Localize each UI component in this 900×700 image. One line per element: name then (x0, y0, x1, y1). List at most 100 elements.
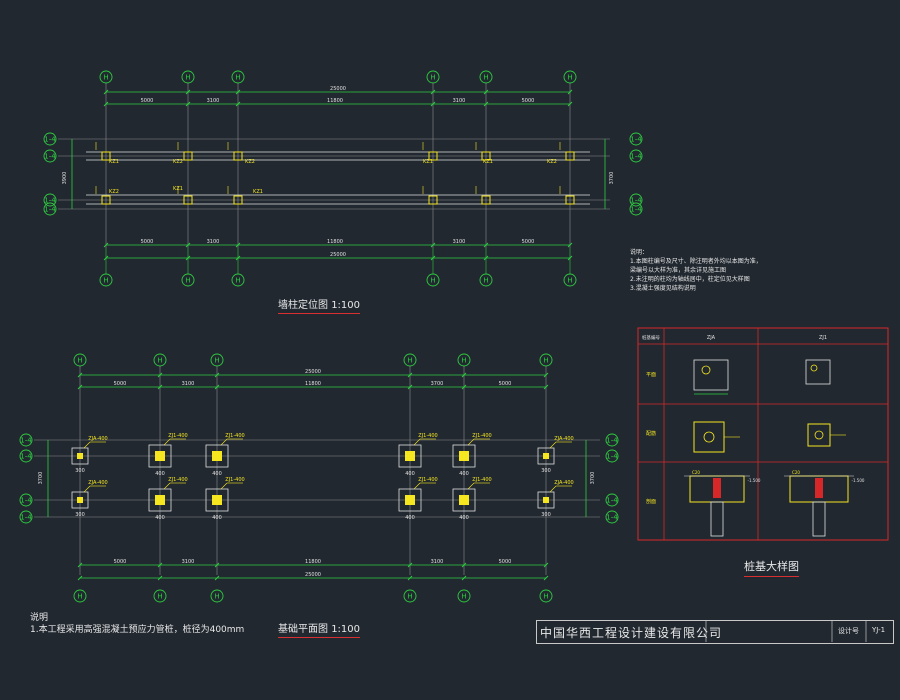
plan1-axis-bottom-label: H (235, 277, 240, 285)
detail-col-label: ZJA (707, 335, 716, 341)
plan2-pile (77, 497, 83, 503)
plan1-axis-bottom-label: H (103, 277, 108, 285)
plan1-axis-top-label: H (483, 74, 488, 82)
plan2-pile-label: ZJA-400 (88, 436, 107, 442)
plan1-dim-tick (430, 89, 436, 95)
plan2-row-bubble-right (605, 510, 619, 524)
plan2-pile-leader (220, 482, 228, 490)
plan1-dim-tick (235, 242, 241, 248)
plan2-pile-cap (452, 444, 476, 468)
plan1-dim-label: 11800 (327, 239, 343, 245)
plan1-row-bubble-right-label: 1-4 (630, 153, 642, 161)
plan1-dim-tick (185, 101, 191, 107)
plan2-pile-label: ZJ1-400 (225, 477, 244, 483)
plan2-dim-tick (543, 384, 549, 390)
plan2-dim-tick (461, 384, 467, 390)
plan2-pile (212, 495, 222, 505)
plan2-pile-dim: 400 (405, 515, 415, 521)
plan2-pile-cap (452, 488, 476, 512)
plan1-row-bubble-right (629, 193, 643, 207)
design-number-label: 设计号 (838, 627, 859, 635)
plan1-dim-tick (483, 242, 489, 248)
plan2-dim-label: 5000 (499, 559, 512, 565)
plan2-row-bubble-left (19, 449, 33, 463)
plan2-pile (459, 451, 469, 461)
plan2-pile-label: ZJA-400 (554, 436, 573, 442)
plan2-row-bubble-right (605, 433, 619, 447)
plan1-axis-top-label: H (103, 74, 108, 82)
plan2-dim-tick (214, 562, 220, 568)
plan2-dim-label: 5000 (114, 381, 127, 387)
plan2-dim-label: 3100 (431, 559, 444, 565)
plan2-row-bubble-right (605, 449, 619, 463)
plan2-pile-label: ZJ1-400 (418, 477, 437, 483)
plan1-dim-total-label: 25000 (330, 252, 346, 258)
plan2-dim-tick (461, 575, 467, 581)
plan2-pile-label: ZJA-400 (88, 480, 107, 486)
plan2-pile-dim: 400 (459, 515, 469, 521)
plan2-pile-cap (205, 488, 229, 512)
plan2-pile-label: ZJ1-400 (418, 433, 437, 439)
plan1-dim-tick (235, 255, 241, 261)
plan2-pile-cap (148, 488, 172, 512)
plan2-row-bubble-left (19, 493, 33, 507)
plan1-column (233, 151, 243, 161)
plan2-axis-bottom (73, 589, 87, 603)
plan2-dim-tick (77, 372, 83, 378)
plan2-axis-bottom-label: H (214, 593, 219, 601)
plan2-pile-label: ZJ1-400 (472, 433, 491, 439)
plan2-pile-label: ZJ1-400 (168, 477, 187, 483)
plan2-pile-leader (549, 485, 557, 493)
plan2-pile-cap (71, 447, 89, 465)
plan1-column (101, 195, 111, 205)
plan1-dim-label: 3100 (207, 98, 220, 104)
plan2-row-bubble-left-label: 1-4 (20, 453, 32, 461)
plan1-dim-total-label: 25000 (330, 86, 346, 92)
plan1-side-dim-label: 3900 (62, 172, 68, 185)
plan2-pile (405, 495, 415, 505)
plan2-dim-tick (157, 372, 163, 378)
plan1-column (428, 151, 438, 161)
plan1-dim-tick (185, 242, 191, 248)
plan2-dim-tick (157, 384, 163, 390)
foundation-notes: 说明 1.本工程采用高强混凝土预应力管桩，桩径为400mm (30, 613, 245, 635)
plan1-row-bubble-left-label: 1-4 (44, 153, 56, 161)
plan2-dim-tick (157, 562, 163, 568)
plan2-dim-label: 5000 (114, 559, 127, 565)
plan2-pile-dim: 300 (541, 512, 551, 518)
plan1-side-dim-label: 3700 (609, 172, 615, 185)
plan1-column (481, 151, 491, 161)
title-block (536, 620, 894, 644)
general-notes: 说明： 1.本图柱编号及尺寸、除注明者外均以本图为准， 梁编号以大样为准，其余详… (630, 249, 762, 292)
plan2-pile-dim: 400 (155, 515, 165, 521)
plan2-pile-cap (71, 491, 89, 509)
plan2-pile-leader (220, 438, 228, 446)
plan1-dim-tick (567, 101, 573, 107)
plan2-pile-leader (413, 482, 421, 490)
plan2-pile-leader (83, 441, 91, 449)
plan2-pile-leader (163, 482, 171, 490)
detail-section-elev: -1.500 (852, 478, 865, 483)
plan2-axis-bottom-label: H (543, 593, 548, 601)
plan2-axis-top-label: H (157, 357, 162, 365)
plan2-row-bubble-right (605, 493, 619, 507)
plan2-pile-dim: 400 (212, 515, 222, 521)
plan1-dim-label: 11800 (327, 98, 343, 104)
plan1-dim-tick (430, 242, 436, 248)
plan1-row-bubble-right (629, 149, 643, 163)
plan2-dim-tick (407, 575, 413, 581)
plan2-dim-total-label: 25000 (305, 369, 321, 375)
plan2-pile-leader (83, 485, 91, 493)
plan2-pile-label: ZJ1-400 (168, 433, 187, 439)
detail-col-label: ZJ1 (819, 335, 827, 341)
plan1-axis-top-label: H (185, 74, 190, 82)
plan2-pile-leader (467, 438, 475, 446)
plan2-dim-label: 11800 (305, 381, 321, 387)
plan2-dim-label: 5000 (499, 381, 512, 387)
plan1-column (565, 195, 575, 205)
plan2-dim-tick (214, 384, 220, 390)
plan2-row-bubble-left (19, 510, 33, 524)
plan1-dim-label: 3100 (453, 98, 466, 104)
plan2-row-bubble-left-label: 1-4 (20, 514, 32, 522)
plan2-dim-tick (543, 575, 549, 581)
